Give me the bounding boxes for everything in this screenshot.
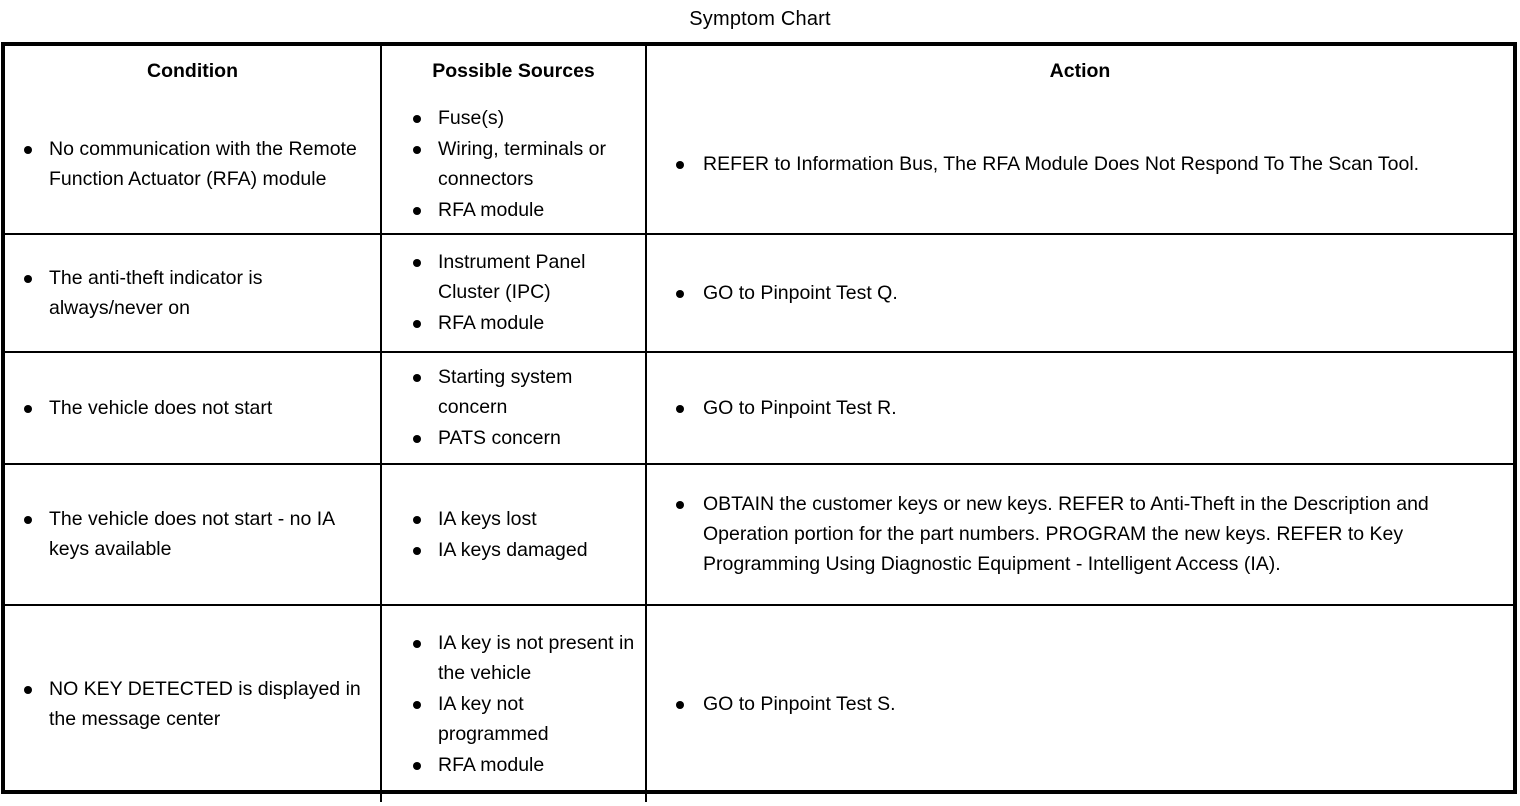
- list-item: RFA module: [408, 308, 635, 338]
- cell-condition: The vehicle does not start: [5, 351, 382, 465]
- cell-possible-sources: Fuse(s) Wiring, terminals or connectors …: [380, 96, 647, 235]
- condition-bullet-list: The vehicle does not start: [19, 393, 370, 423]
- cell-action: OBTAIN the customer keys or new keys. RE…: [645, 463, 1513, 606]
- list-item: No communication with the Remote Functio…: [19, 134, 370, 194]
- action-content: GO to Pinpoint Test R.: [647, 387, 1513, 430]
- list-item: IA key is not present in the vehicle: [408, 628, 635, 688]
- cell-action: GO to Pinpoint Test Q.: [645, 233, 1513, 353]
- table-header: Condition Possible Sources Action: [5, 46, 1513, 96]
- column-header-possible-sources: Possible Sources: [380, 46, 647, 96]
- list-item: Wiring, terminals or connectors: [408, 134, 635, 194]
- list-item: Starting system concern: [408, 362, 635, 422]
- action-bullet-list: REFER to Information Bus, The RFA Module…: [669, 149, 1503, 179]
- cell-possible-sources: Instrument Panel Cluster (IPC) RFA modul…: [380, 233, 647, 353]
- possible-sources-content: Starting system concern PATS concern: [382, 356, 645, 460]
- condition-bullet-list: NO KEY DETECTED is displayed in the mess…: [19, 674, 370, 734]
- table-row: The anti-theft indicator is always/never…: [5, 233, 1513, 353]
- list-item: RFA module: [408, 195, 635, 225]
- list-item: PATS concern: [408, 423, 635, 453]
- list-item: IA keys damaged: [408, 535, 635, 565]
- cell-action: GO to Pinpoint Test R.: [645, 351, 1513, 465]
- list-item: Fuse(s): [408, 103, 635, 133]
- action-content: REFER to Information Bus, The RFA Module…: [647, 143, 1513, 186]
- table-row: The vehicle does not start - no IA keys …: [5, 463, 1513, 606]
- condition-content: No communication with the Remote Functio…: [5, 128, 380, 201]
- action-bullet-list: OBTAIN the customer keys or new keys. RE…: [669, 489, 1503, 579]
- possible-sources-content: IA key is not present in the vehicle IA …: [382, 622, 645, 787]
- cell-condition: The vehicle does not start - no IA keys …: [5, 463, 382, 606]
- possible-sources-content: Fuse(s) Wiring, terminals or connectors …: [382, 97, 645, 232]
- list-item: NO KEY DETECTED is displayed in the mess…: [19, 674, 370, 734]
- condition-bullet-list: No communication with the Remote Functio…: [19, 134, 370, 194]
- page-title: Symptom Chart: [689, 8, 831, 30]
- list-item: GO to Pinpoint Test R.: [669, 393, 1503, 423]
- action-content: GO to Pinpoint Test S.: [647, 683, 1513, 726]
- action-bullet-list: GO to Pinpoint Test S.: [669, 689, 1503, 719]
- cell-possible-sources: IA key is not present in the vehicle IA …: [380, 604, 647, 802]
- table-row: No communication with the Remote Functio…: [5, 96, 1513, 235]
- cell-condition: No communication with the Remote Functio…: [5, 96, 382, 235]
- list-item: The vehicle does not start - no IA keys …: [19, 504, 370, 564]
- symptom-table: Condition Possible Sources Action No com…: [5, 46, 1513, 802]
- action-bullet-list: GO to Pinpoint Test Q.: [669, 278, 1503, 308]
- column-header-action: Action: [645, 46, 1513, 96]
- condition-content: The vehicle does not start: [5, 387, 380, 430]
- possible-sources-bullet-list: Instrument Panel Cluster (IPC) RFA modul…: [408, 247, 635, 338]
- possible-sources-bullet-list: IA keys lost IA keys damaged: [408, 504, 635, 565]
- possible-sources-bullet-list: Fuse(s) Wiring, terminals or connectors …: [408, 103, 635, 225]
- cell-action: REFER to Information Bus, The RFA Module…: [645, 96, 1513, 235]
- possible-sources-bullet-list: IA key is not present in the vehicle IA …: [408, 628, 635, 780]
- list-item: IA key not programmed: [408, 689, 635, 749]
- list-item: Instrument Panel Cluster (IPC): [408, 247, 635, 307]
- condition-content: The anti-theft indicator is always/never…: [5, 257, 380, 330]
- symptom-table-container: Condition Possible Sources Action No com…: [1, 42, 1517, 802]
- list-item: GO to Pinpoint Test S.: [669, 689, 1503, 719]
- possible-sources-content: Instrument Panel Cluster (IPC) RFA modul…: [382, 241, 645, 345]
- cell-possible-sources: Starting system concern PATS concern: [380, 351, 647, 465]
- condition-content: The vehicle does not start - no IA keys …: [5, 498, 380, 571]
- list-item: OBTAIN the customer keys or new keys. RE…: [669, 489, 1503, 579]
- action-content: GO to Pinpoint Test Q.: [647, 272, 1513, 315]
- list-item: The vehicle does not start: [19, 393, 370, 423]
- cell-condition: The anti-theft indicator is always/never…: [5, 233, 382, 353]
- table-header-row: Condition Possible Sources Action: [5, 46, 1513, 96]
- list-item: REFER to Information Bus, The RFA Module…: [669, 149, 1503, 179]
- list-item: RFA module: [408, 750, 635, 780]
- list-item: IA keys lost: [408, 504, 635, 534]
- table-body: No communication with the Remote Functio…: [5, 96, 1513, 802]
- cell-condition: NO KEY DETECTED is displayed in the mess…: [5, 604, 382, 802]
- cell-action: GO to Pinpoint Test S.: [645, 604, 1513, 802]
- action-bullet-list: GO to Pinpoint Test R.: [669, 393, 1503, 423]
- table-row: The vehicle does not start Starting syst…: [5, 351, 1513, 465]
- column-header-condition: Condition: [5, 46, 382, 96]
- list-item: GO to Pinpoint Test Q.: [669, 278, 1503, 308]
- condition-bullet-list: The anti-theft indicator is always/never…: [19, 263, 370, 323]
- action-content: OBTAIN the customer keys or new keys. RE…: [647, 483, 1513, 586]
- list-item: The anti-theft indicator is always/never…: [19, 263, 370, 323]
- condition-content: NO KEY DETECTED is displayed in the mess…: [5, 668, 380, 741]
- cell-possible-sources: IA keys lost IA keys damaged: [380, 463, 647, 606]
- condition-bullet-list: The vehicle does not start - no IA keys …: [19, 504, 370, 564]
- table-row: NO KEY DETECTED is displayed in the mess…: [5, 604, 1513, 802]
- possible-sources-bullet-list: Starting system concern PATS concern: [408, 362, 635, 453]
- possible-sources-content: IA keys lost IA keys damaged: [382, 498, 645, 572]
